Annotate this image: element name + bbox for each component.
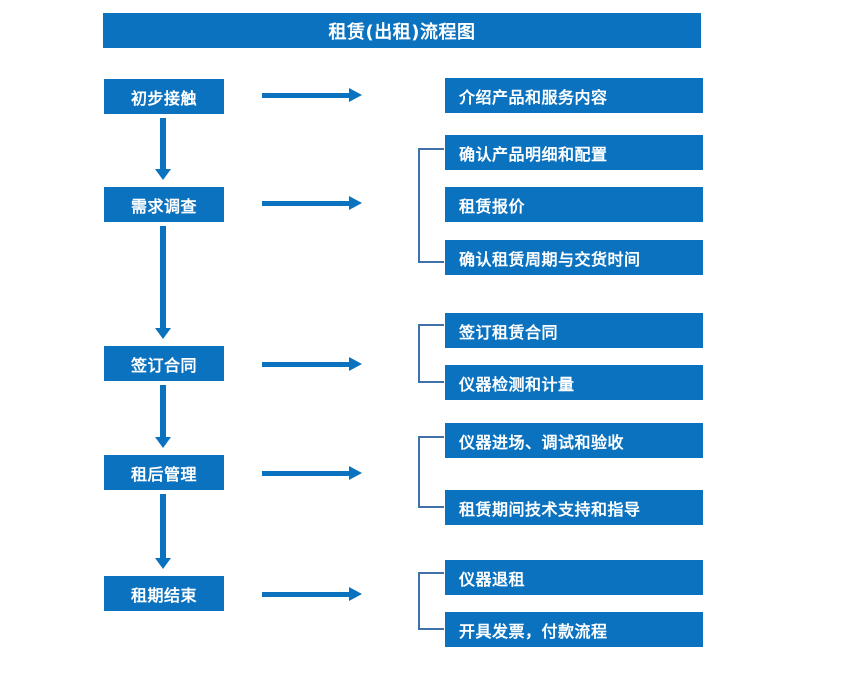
stage-box-2[interactable]: 需求调查 [104, 187, 224, 222]
detail-box-7[interactable]: 仪器进场、调试和验收 [445, 423, 703, 458]
group-bracket-2 [418, 324, 444, 383]
flowchart-title: 租赁(出租)流程图 [103, 13, 701, 48]
group-bracket-4 [418, 572, 444, 630]
horizontal-arrow-5 [262, 587, 362, 601]
detail-box-1[interactable]: 介绍产品和服务内容 [445, 78, 703, 113]
detail-box-10[interactable]: 开具发票，付款流程 [445, 612, 703, 647]
detail-box-9[interactable]: 仪器退租 [445, 560, 703, 595]
stage-box-5[interactable]: 租期结束 [104, 576, 224, 611]
detail-box-6[interactable]: 仪器检测和计量 [445, 365, 703, 400]
vertical-arrow-2 [155, 226, 171, 339]
vertical-arrow-1 [155, 118, 171, 180]
detail-box-5[interactable]: 签订租赁合同 [445, 313, 703, 348]
horizontal-arrow-1 [262, 88, 362, 102]
horizontal-arrow-2 [262, 196, 362, 210]
stage-box-4[interactable]: 租后管理 [104, 455, 224, 490]
stage-box-1[interactable]: 初步接触 [104, 79, 224, 114]
group-bracket-3 [418, 436, 444, 508]
group-bracket-1 [418, 148, 444, 263]
vertical-arrow-4 [155, 494, 171, 569]
vertical-arrow-3 [155, 385, 171, 448]
detail-box-2[interactable]: 确认产品明细和配置 [445, 135, 703, 170]
horizontal-arrow-4 [262, 466, 362, 480]
detail-box-4[interactable]: 确认租赁周期与交货时间 [445, 240, 703, 275]
stage-box-3[interactable]: 签订合同 [104, 346, 224, 381]
detail-box-3[interactable]: 租赁报价 [445, 187, 703, 222]
detail-box-8[interactable]: 租赁期间技术支持和指导 [445, 490, 703, 525]
horizontal-arrow-3 [262, 357, 362, 371]
